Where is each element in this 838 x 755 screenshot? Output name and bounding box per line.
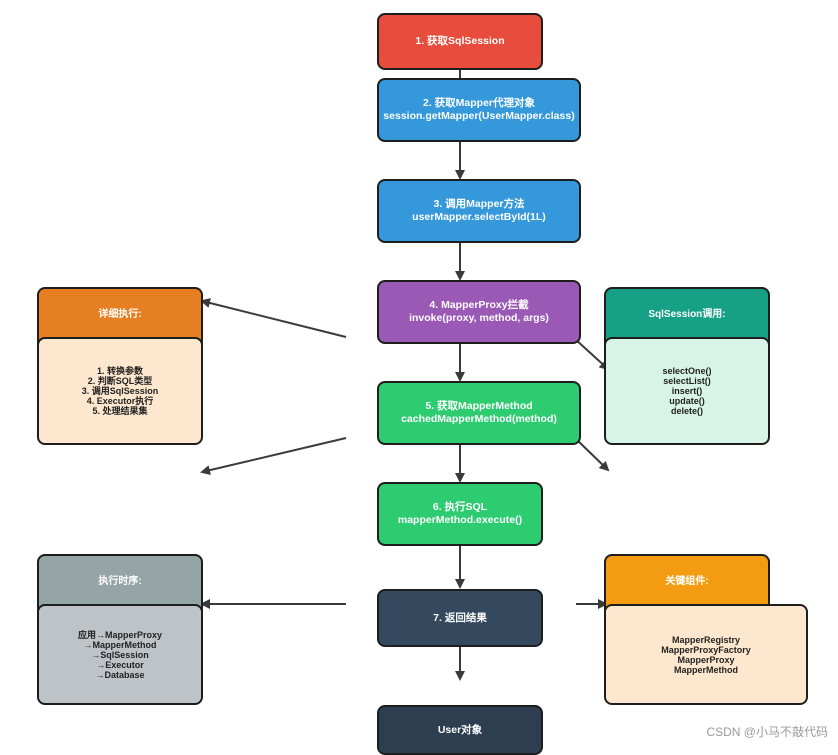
arrow-to-sqlsession-1 xyxy=(574,338,610,371)
sequence-panel-title: 执行时序: xyxy=(98,575,142,587)
step-8-user-object: User对象 xyxy=(377,705,543,755)
step-7-return-result: 7. 返回结果 xyxy=(377,589,543,647)
step-8-line1: User对象 xyxy=(437,723,483,736)
arrow-to-detail-1 xyxy=(200,298,347,338)
sequence-item: →MapperMethod xyxy=(83,639,157,650)
step-6-line1: 6. 执行SQL xyxy=(432,501,488,513)
arrow-to-sqlsession-2 xyxy=(574,437,610,472)
step-2-get-mapper-proxy: 2. 获取Mapper代理对象 session.getMapper(UserMa… xyxy=(377,78,581,142)
arrow-to-detail-2 xyxy=(200,437,347,476)
detail-item: 3. 调用SqlSession xyxy=(81,386,159,396)
detail-panel-title: 详细执行: xyxy=(98,308,142,320)
step-1-get-sqlsession: 1. 获取SqlSession xyxy=(377,13,543,70)
step-5-get-mappermethod: 5. 获取MapperMethod cachedMapperMethod(met… xyxy=(377,381,581,445)
sequence-item: →SqlSession xyxy=(91,649,149,660)
sequence-item: →Database xyxy=(95,669,145,680)
sqlsession-panel-title: SqlSession调用: xyxy=(648,308,726,320)
sequence-item: →Executor xyxy=(96,659,144,670)
step-4-mapperproxy-intercept: 4. MapperProxy拦截 invoke(proxy, method, a… xyxy=(377,280,581,344)
sqlsession-item: selectList() xyxy=(663,376,711,386)
sequence-item: 应用→MapperProxy xyxy=(77,629,163,640)
csdn-watermark: CSDN @小马不敲代码 xyxy=(706,725,828,739)
step-6-line2: mapperMethod.execute() xyxy=(397,514,523,526)
detail-item: 5. 处理结果集 xyxy=(92,406,148,416)
detail-panel-body: 1. 转换参数 2. 判断SQL类型 3. 调用SqlSession 4. Ex… xyxy=(37,337,203,445)
components-item: MapperProxyFactory xyxy=(661,644,751,655)
step-6-execute-sql: 6. 执行SQL mapperMethod.execute() xyxy=(377,482,543,546)
detail-item: 2. 判断SQL类型 xyxy=(87,376,153,386)
sqlsession-item: insert() xyxy=(671,386,703,396)
components-item: MapperRegistry xyxy=(671,634,741,645)
components-item: MapperMethod xyxy=(674,664,738,675)
step-3-line2: userMapper.selectById(1L) xyxy=(412,211,546,223)
sqlsession-item: selectOne() xyxy=(662,366,712,376)
step-3-call-mapper-method: 3. 调用Mapper方法 userMapper.selectById(1L) xyxy=(377,179,581,243)
components-panel-body: MapperRegistry MapperProxyFactory Mapper… xyxy=(604,604,808,705)
step-2-line1: 2. 获取Mapper代理对象 xyxy=(422,97,535,109)
detail-panel-header: 详细执行: xyxy=(37,287,203,345)
detail-item: 4. Executor执行 xyxy=(86,396,154,406)
components-panel-header: 关键组件: xyxy=(604,554,770,612)
step-7-line1: 7. 返回结果 xyxy=(433,611,487,624)
step-1-line1: 1. 获取SqlSession xyxy=(415,35,505,47)
sqlsession-item: update() xyxy=(669,396,705,406)
components-item: MapperProxy xyxy=(677,654,735,665)
step-3-line1: 3. 调用Mapper方法 xyxy=(433,198,525,210)
sqlsession-panel-body: selectOne() selectList() insert() update… xyxy=(604,337,770,445)
step-5-line1: 5. 获取MapperMethod xyxy=(425,400,533,412)
detail-item: 1. 转换参数 xyxy=(96,366,143,376)
components-panel-title: 关键组件: xyxy=(665,575,709,587)
step-2-line2: session.getMapper(UserMapper.class) xyxy=(383,110,575,122)
sequence-panel-body: 应用→MapperProxy →MapperMethod →SqlSession… xyxy=(37,604,203,705)
step-4-line1: 4. MapperProxy拦截 xyxy=(429,299,529,311)
sqlsession-item: delete() xyxy=(670,406,703,416)
step-5-line2: cachedMapperMethod(method) xyxy=(401,413,557,425)
step-4-line2: invoke(proxy, method, args) xyxy=(409,312,549,324)
